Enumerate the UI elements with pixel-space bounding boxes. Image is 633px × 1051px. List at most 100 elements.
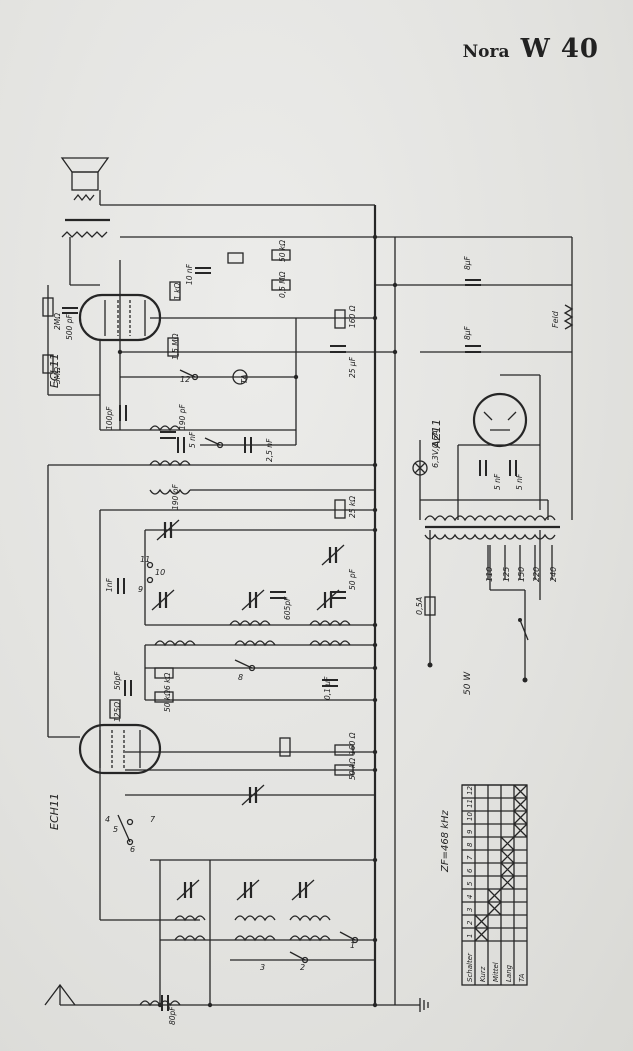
variable-capacitors (151, 519, 345, 901)
page-header: Nora W 40 (463, 34, 599, 64)
switch-table-mark (513, 810, 528, 825)
field-coil-label: Feld (551, 310, 560, 328)
switch-number-label: 7 (150, 815, 156, 824)
fuse-label: 0,5A (415, 597, 424, 615)
voltage-150: 150 (517, 567, 526, 582)
fuse-icon: 0,5A (415, 596, 436, 616)
switch-table-mark (487, 901, 502, 916)
component-value-label: 190 pF (171, 484, 180, 510)
voltage-110: 110 (485, 567, 494, 582)
component-value-label: 5 nF (515, 473, 524, 490)
voltage-220: 220 (532, 567, 541, 582)
ecl11-label: ECL11 (48, 353, 61, 388)
voltage-125: 125 (502, 567, 511, 582)
tube-ecl11: ECL11 (48, 293, 162, 388)
switch-table-row-label: TA (518, 973, 526, 982)
component-value-label: 80pF (168, 1006, 177, 1025)
switch-table-column-number: 7 (466, 855, 474, 860)
field-coil-icon: Feld (551, 304, 574, 330)
switch-table-mark (500, 875, 515, 890)
switch-table-mark (500, 849, 515, 864)
ta-label: TA (240, 374, 249, 384)
switch-table-mark (474, 927, 489, 942)
switch-table-column-number: 12 (466, 786, 474, 795)
switch-number-label: 2 (300, 963, 305, 972)
component-value-label: 8μF (463, 255, 472, 270)
band-switch-contacts (117, 369, 359, 964)
component-value-label: 190 pF (178, 404, 187, 430)
component-value-label: 160 Ω (348, 305, 357, 328)
component-value-label: 0,5 MΩ (278, 271, 287, 298)
component-value-label: 50 kΩ (163, 690, 172, 712)
voltage-selector: 110 125 150 220 240 (427, 545, 558, 683)
switch-number-label: 4 (105, 815, 110, 824)
switch-table-column-number: 1 (466, 934, 474, 938)
switch-table-row-label: Lang (505, 964, 513, 982)
switch-table-column-number: 9 (466, 829, 474, 834)
wiring (47, 204, 573, 1006)
switch-number-label: 6 (130, 845, 135, 854)
switch-table-header: Schalter (466, 952, 474, 982)
voltage-240: 240 (549, 567, 558, 582)
switch-table-column-number: 11 (466, 799, 474, 808)
component-value-label: 0,1 μF (323, 676, 332, 700)
speaker-icon (60, 157, 110, 238)
switch-number-label: 9 (138, 585, 143, 594)
tube-az11: AZ11 (430, 392, 528, 449)
if-frequency-label: ZF=468 kHz (440, 809, 451, 873)
tube-ech11: ECH11 (48, 723, 162, 830)
switch-number-label: 8 (238, 673, 243, 682)
switch-number-label: 12 (180, 375, 190, 384)
component-value-label: 8μF (463, 325, 472, 340)
switch-table-column-number: 8 (466, 842, 474, 847)
component-value-label: 605pF (283, 596, 292, 620)
switch-table-mark (487, 888, 502, 903)
switch-table-column-number: 4 (466, 895, 474, 899)
ground-icon (419, 998, 429, 1012)
switch-table-mark (513, 784, 528, 799)
component-value-label: 125Ω (113, 702, 122, 722)
coils (139, 425, 351, 1007)
switch-number-label: 3 (260, 963, 265, 972)
switch-table-mark (500, 836, 515, 851)
component-value-label: 500 pF (65, 314, 74, 340)
component-value-label: 6 kΩ (163, 673, 172, 690)
az11-label: AZ11 (430, 419, 443, 449)
switch-table-mark (500, 862, 515, 877)
passive-components (42, 249, 517, 1011)
component-value-label: 100pF (105, 406, 114, 430)
component-value-label: 5 nF (188, 431, 197, 448)
component-value-label: 1 kΩ (173, 283, 182, 300)
switch-table-mark (474, 914, 489, 929)
ech11-label: ECH11 (48, 793, 61, 830)
antenna-icon (44, 983, 100, 1006)
mains-transformer (424, 515, 560, 540)
component-value-label: 1,5 MΩ (171, 333, 180, 360)
component-value-label: 50pF (113, 671, 122, 690)
component-value-label: 25 μF (348, 356, 357, 378)
component-value-label: 160 Ω (348, 732, 357, 755)
switch-number-label: 11 (140, 555, 150, 564)
component-value-label: 50 kΩ (348, 758, 357, 780)
component-value-label: 25 kΩ (348, 496, 357, 518)
power-label: 50 W (463, 671, 473, 695)
pilot-lamp-label: 6,3V,0,6A (431, 430, 440, 468)
pilot-lamp-icon: 6,3V,0,6A (412, 430, 440, 476)
component-value-label: 5 nF (493, 473, 502, 490)
switch-table-column-number: 3 (466, 908, 474, 912)
switch-number-label: 1 (350, 941, 355, 950)
switch-table-mark (513, 797, 528, 812)
switch-number-label: 5 (113, 825, 118, 834)
switch-table-row-label: Kurz (479, 966, 487, 982)
model-name: W 40 (520, 34, 599, 64)
switch-table-column-number: 2 (466, 920, 474, 925)
component-value-label: 3MΩ (53, 367, 62, 384)
switch-table-column-number: 10 (466, 812, 474, 821)
component-value-label: 1nF (105, 577, 114, 592)
component-value-label: 10 nF (185, 263, 194, 285)
component-value-label: 2,5 nF (265, 438, 274, 462)
brand-name: Nora (462, 42, 510, 62)
